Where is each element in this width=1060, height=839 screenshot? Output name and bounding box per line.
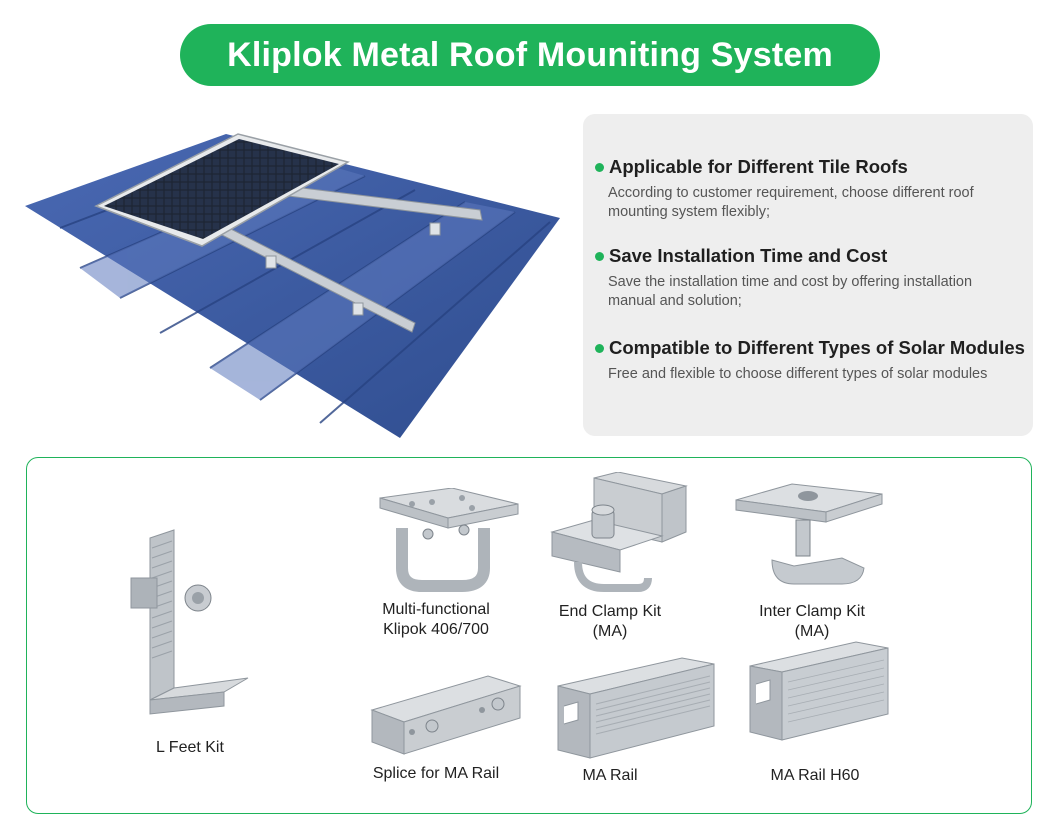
part-label-ma-rail-h60: MA Rail H60	[770, 767, 860, 784]
ma-rail-icon	[557, 657, 715, 759]
features-panel: Applicable for Different Tile Roofs Acco…	[583, 114, 1033, 436]
part-label-l-feet: L Feet Kit	[156, 739, 224, 756]
inter-clamp-kit-icon	[735, 483, 883, 585]
feature-title: Applicable for Different Tile Roofs	[609, 156, 908, 177]
title-banner: Kliplok Metal Roof Mouniting System	[180, 24, 880, 86]
multi-functional-bracket-icon	[379, 488, 519, 592]
l-feet-kit-icon	[130, 529, 249, 715]
feature-title: Compatible to Different Types of Solar M…	[609, 337, 1025, 358]
part-label-end-clamp: End Clamp Kit (MA)	[558, 603, 662, 640]
feature-title: Save Installation Time and Cost	[609, 245, 888, 266]
page-title: Kliplok Metal Roof Mouniting System	[227, 35, 833, 74]
bullet-icon	[595, 251, 604, 261]
feature-item: Save Installation Time and Cost Save the…	[595, 245, 1031, 311]
feature-description: Save the installation time and cost by o…	[608, 274, 973, 309]
part-label-inter-clamp: Inter Clamp Kit (MA)	[759, 603, 865, 640]
ma-rail-h60-icon	[749, 641, 889, 741]
end-clamp-kit-icon	[550, 472, 688, 592]
part-label-splice: Splice for MA Rail	[372, 765, 500, 782]
feature-description: According to customer requirement, choos…	[608, 185, 974, 220]
components-panel	[26, 457, 1032, 814]
bullet-icon	[595, 343, 604, 353]
roof-solar-illustration	[25, 133, 560, 438]
feature-item: Compatible to Different Types of Solar M…	[595, 337, 1031, 384]
part-label-ma-rail: MA Rail	[582, 767, 638, 784]
feature-item: Applicable for Different Tile Roofs Acco…	[595, 156, 1031, 222]
bullet-icon	[595, 162, 604, 172]
part-label-multi-functional: Multi-functional Klipok 406/700	[382, 601, 490, 638]
rail-splice-icon	[370, 675, 522, 755]
feature-description: Free and flexible to choose different ty…	[608, 366, 988, 382]
